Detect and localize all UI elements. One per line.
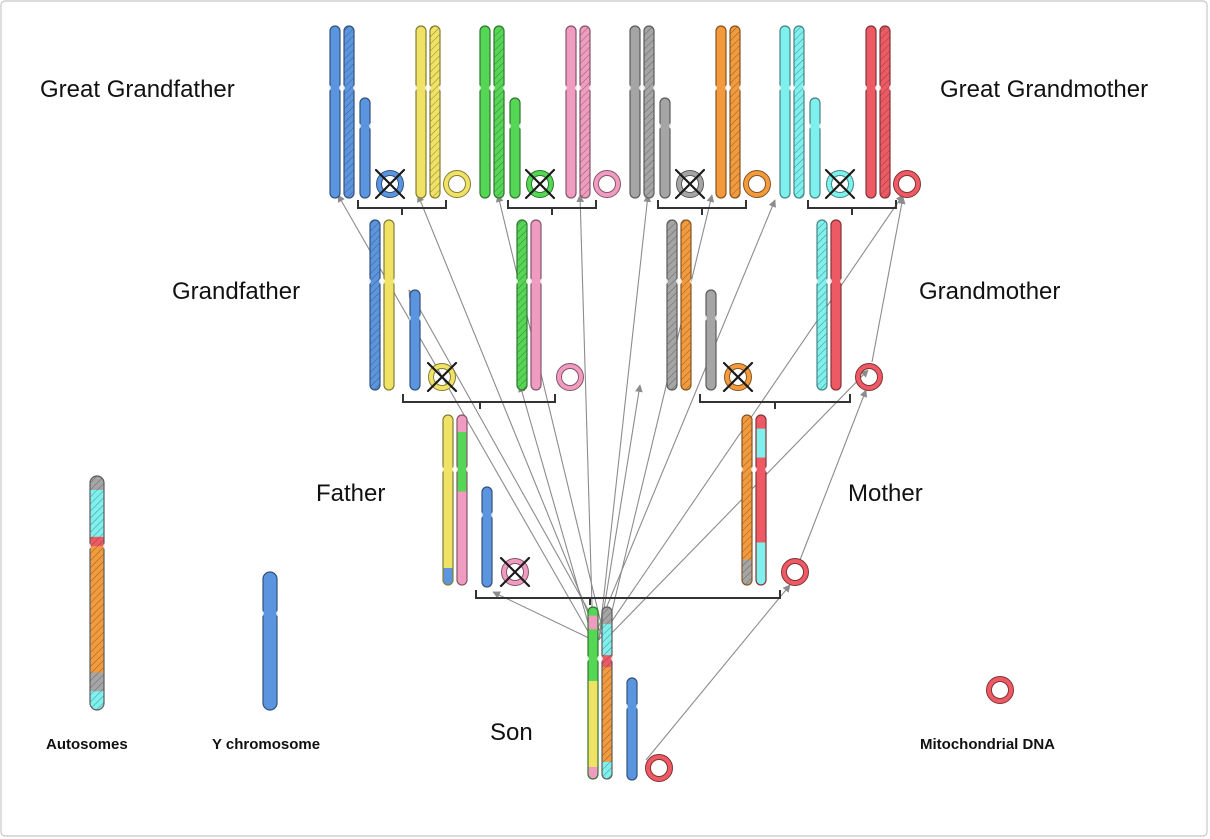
gg3-father-mtdna: [824, 168, 856, 200]
label-grandmother: Grandmother: [919, 278, 1060, 305]
gg0-autosome-a: [329, 25, 341, 199]
gg2-mother-autosome-a: [715, 25, 727, 199]
father-autosome-a: [442, 414, 454, 586]
gg0-y-chromosome: [359, 97, 371, 199]
chromosomes: [89, 25, 891, 781]
arrow-son-to-ancestor-5: [604, 194, 715, 641]
gg3-mother-autosome-b: [879, 25, 891, 199]
gg3-y-chromosome: [809, 97, 821, 199]
gg1-autosome-b: [493, 25, 505, 199]
grandfather-autosome-b: [383, 219, 395, 391]
gg1-bracket: [507, 200, 597, 215]
son-y-chromosome: [626, 677, 638, 781]
gg1-father-mtdna: [524, 168, 556, 200]
legend-y-chromosome: [262, 571, 278, 711]
gg0-father-mtdna: [374, 168, 406, 200]
label-great-grandfather: Great Grandfather: [40, 76, 235, 103]
arrow-grandmother-mtdna-to-great-grandmother: [871, 196, 906, 363]
parents-bracket: [475, 590, 781, 605]
legend-mtdna-ring: [986, 676, 1014, 704]
label-son: Son: [490, 719, 533, 746]
label-great-grandmother: Great Grandmother: [940, 76, 1148, 103]
mother-autosome-b: [755, 414, 767, 586]
label-mother: Mother: [848, 480, 923, 507]
gg0-mother-autosome-a: [415, 25, 427, 199]
label-grandfather: Grandfather: [172, 278, 300, 305]
gg3-bracket: [807, 200, 897, 215]
legend-mitochondrial-dna-label: Mitochondrial DNA: [920, 736, 1055, 753]
grandfather-mtdna: [426, 361, 458, 393]
arrow-mother-mtdna-to-grandmother: [799, 389, 868, 561]
son-mtdna: [645, 754, 673, 782]
father-mtdna: [499, 556, 531, 588]
legend-autosomes-label: Autosomes: [46, 736, 128, 753]
gg1-y-chromosome: [509, 97, 521, 199]
gg2-father-mtdna: [674, 168, 706, 200]
grandfather-spouse-mtdna: [556, 363, 584, 391]
grandmother-mtdna: [855, 363, 883, 391]
gg3-mother-autosome-a: [865, 25, 877, 199]
pairing-brackets: [357, 200, 897, 605]
arrow-son-to-ancestor-3: [576, 194, 594, 641]
arrow-son-to-ancestor-1: [417, 194, 600, 641]
mitochondrial-dna-rings: [374, 168, 1014, 782]
gg3-autosome-b: [793, 25, 805, 199]
grandmother-father-autosome-b: [680, 219, 692, 391]
arrow-son-to-ancestor-2: [495, 194, 606, 641]
gg1-autosome-a: [479, 25, 491, 199]
gg3-autosome-a: [779, 25, 791, 199]
son-autosome-a: [587, 606, 599, 780]
gg2-autosome-a: [629, 25, 641, 199]
gg2-autosome-b: [643, 25, 655, 199]
arrow-son-to-ancestor-4: [598, 194, 652, 641]
grandmother-father-mtdna: [722, 361, 754, 393]
grandfather-spouse-autosome-b: [530, 219, 542, 391]
son-autosome-b: [601, 606, 613, 780]
arrow-son-to-ancestor-8: [408, 289, 606, 641]
gg2-mother-mtdna: [743, 170, 771, 198]
inheritance-arrows: [337, 194, 906, 761]
grandfather-y-chromosome: [409, 289, 421, 391]
gg0-bracket: [357, 200, 447, 215]
father-autosome-b: [456, 414, 468, 586]
mother-autosome-a: [741, 414, 753, 586]
grandmother-bracket: [699, 394, 851, 409]
grandmother-father-y-chromosome: [705, 289, 717, 391]
gg0-mother-autosome-b: [429, 25, 441, 199]
grandfather-autosome-a: [369, 219, 381, 391]
father-y-chromosome: [481, 486, 493, 588]
legend-y-chromosome-label: Y chromosome: [212, 736, 320, 753]
gg3-mother-mtdna: [893, 170, 921, 198]
arrow-son-to-ancestor-12: [492, 591, 594, 641]
gg0-mother-mtdna: [443, 170, 471, 198]
gg0-autosome-b: [343, 25, 355, 199]
gg1-mother-autosome-b: [579, 25, 591, 199]
arrow-son-mtdna-to-mother: [645, 584, 791, 761]
grandfather-spouse-autosome-a: [516, 219, 528, 391]
grandfather-bracket: [402, 394, 556, 409]
arrow-son-to-ancestor-11: [604, 369, 869, 641]
gg1-mother-mtdna: [593, 170, 621, 198]
mother-mtdna: [781, 558, 809, 586]
grandmother-autosome-b: [830, 219, 842, 391]
grandmother-father-autosome-a: [666, 219, 678, 391]
gg1-mother-autosome-a: [565, 25, 577, 199]
gg2-bracket: [657, 200, 747, 215]
legend-autosome: [89, 475, 105, 711]
gg2-mother-autosome-b: [729, 25, 741, 199]
arrow-son-to-ancestor-6: [592, 199, 776, 641]
label-father: Father: [316, 480, 385, 507]
grandmother-autosome-a: [816, 219, 828, 391]
gg2-y-chromosome: [659, 97, 671, 199]
